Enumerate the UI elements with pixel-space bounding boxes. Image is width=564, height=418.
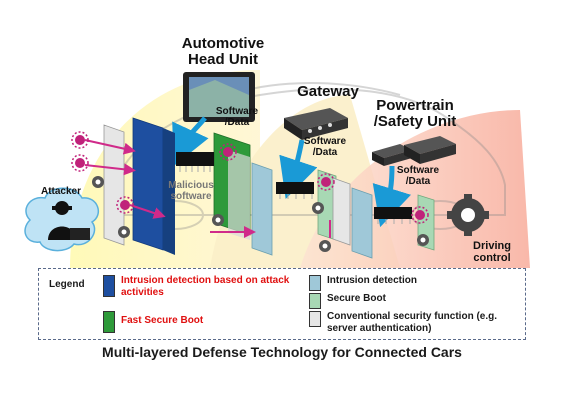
powertrain-device: [372, 136, 456, 166]
gear-icon: [92, 176, 104, 188]
swatch-green: [103, 311, 115, 333]
virus-icon: [219, 143, 237, 161]
swatch-light-blue: [309, 275, 321, 291]
legend-box: Legend Intrusion detection based on atta…: [38, 268, 526, 340]
label-driving-control: Driving control: [473, 240, 511, 265]
label-sw-data-powertrain: Software /Data: [396, 165, 440, 187]
chip-icon: [176, 152, 214, 172]
chip-icon: [276, 182, 314, 199]
swatch-gray: [309, 311, 321, 327]
driving-gear-icon: [447, 194, 489, 236]
diagram-caption: Multi-layered Defense Technology for Con…: [102, 344, 462, 360]
attack-arrows: [84, 139, 331, 238]
intrusion-layer-powertrain: [351, 187, 373, 259]
head-unit-device: [183, 72, 255, 122]
legend-item-intrusion: Intrusion detection: [309, 275, 519, 291]
conventional-gateway: [332, 177, 351, 246]
sw-arrow-head-unit: [172, 116, 209, 167]
virus-icon: [411, 206, 429, 224]
label-attacker: Attacker: [40, 186, 82, 197]
label-sw-data-gateway: Software /Data: [303, 136, 347, 158]
legend-item-secure-boot: Secure Boot: [309, 293, 519, 309]
intrusion-layer-gateway: [251, 162, 273, 256]
virus-icon: [71, 154, 89, 172]
legend-title: Legend: [49, 279, 85, 290]
label-powertrain: Powertrain /Safety Unit: [373, 97, 457, 130]
virus-icon: [317, 173, 335, 191]
label-malicious: Malicious software: [168, 180, 214, 202]
sw-arrow-powertrain: [372, 165, 411, 228]
swatch-dark-blue: [103, 275, 115, 297]
virus-icon: [116, 196, 134, 214]
gear-icon: [118, 226, 130, 238]
legend-item-intrusion-attack: Intrusion detection based on attack acti…: [103, 275, 293, 298]
gear-icon: [312, 202, 324, 214]
label-sw-data-head: Software /Data: [215, 106, 259, 128]
legend-text: Conventional security function (e.g. ser…: [327, 311, 498, 334]
intrusion-layer-dark: [132, 117, 164, 251]
conventional-layer: [103, 124, 125, 246]
gateway-device: [284, 108, 348, 140]
legend-text: Intrusion detection: [327, 275, 417, 286]
chip-housing: [163, 128, 175, 255]
legend-text: Fast Secure Boot: [121, 315, 204, 326]
gear-icon: [212, 214, 224, 226]
legend-item-conventional: Conventional security function (e.g. ser…: [309, 311, 519, 334]
gear-icon: [417, 234, 429, 246]
swatch-light-green: [309, 293, 321, 309]
legend-text: Secure Boot: [327, 293, 386, 304]
label-head-unit: Automotive Head Unit: [181, 35, 265, 68]
chip-icon: [374, 207, 412, 224]
legend-item-fast-secure-boot: Fast Secure Boot: [103, 311, 293, 333]
legend-text: Intrusion detection based on attack acti…: [121, 275, 290, 298]
sw-arrow-gateway: [279, 139, 318, 199]
virus-icon: [71, 131, 89, 149]
attacker-icon: [24, 187, 100, 252]
conventional-layer-2: [228, 150, 250, 240]
gear-icon: [319, 240, 331, 252]
label-gateway: Gateway: [297, 83, 359, 100]
